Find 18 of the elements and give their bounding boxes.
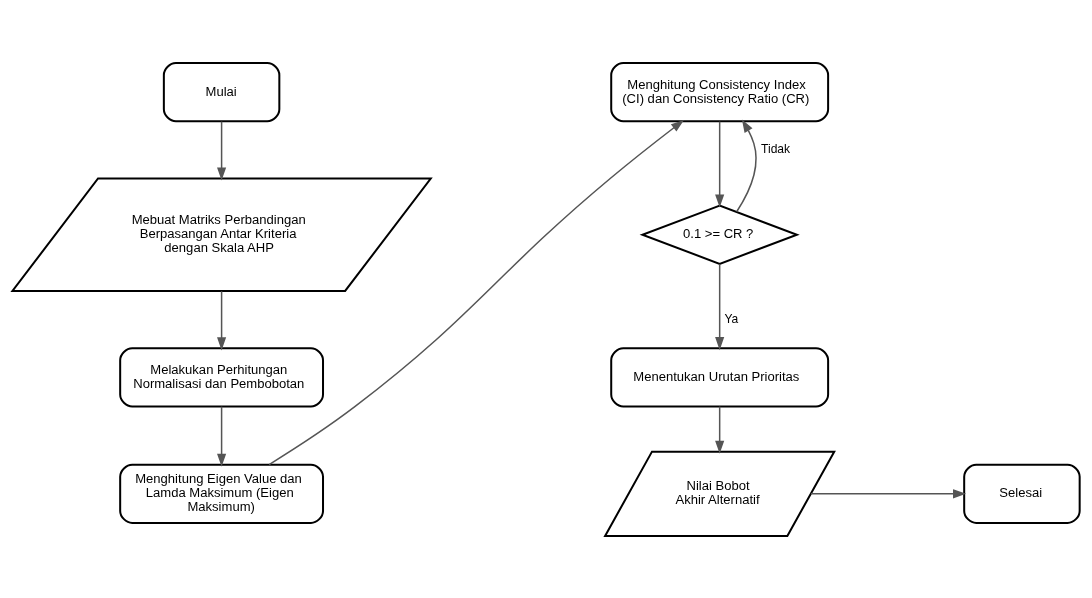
node-box: Menghitung Eigen Value dan Lamda Maksimum (Eigen Maksimum) (119, 463, 325, 524)
node-box: Menentukan Urutan Prioritas (610, 346, 830, 407)
node-box: Selesai (963, 463, 1081, 524)
arrow (268, 119, 684, 465)
arrow (715, 405, 725, 454)
arrow (217, 290, 227, 350)
node-box: Mulai (162, 61, 281, 122)
node-box: Menghitung Consistency Index (CI) dan Consistency Ratio (CR) (610, 61, 830, 122)
arrow (217, 120, 227, 181)
arrow (735, 118, 757, 212)
node-diamond: 0.1 >= CR ? (639, 204, 800, 265)
arrow (715, 120, 725, 208)
edge-label: Ya (724, 311, 739, 326)
edge-label: Tidak (761, 141, 791, 156)
arrow (715, 262, 725, 350)
arrow (810, 488, 967, 498)
arrow (217, 405, 227, 467)
node-box: Melakukan Perhitungan Normalisasi dan Pembobotan (119, 346, 325, 407)
